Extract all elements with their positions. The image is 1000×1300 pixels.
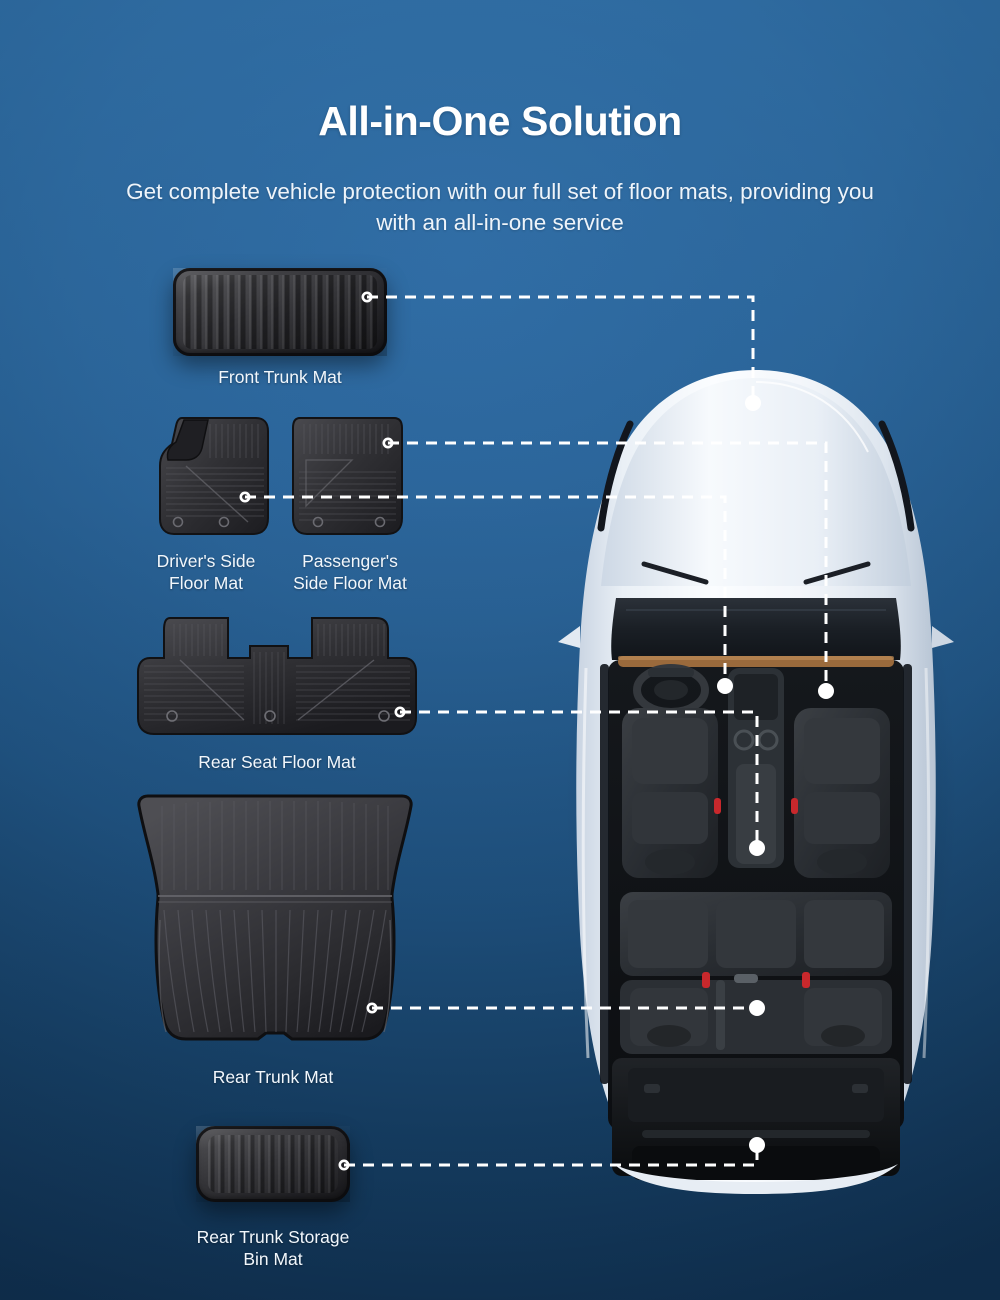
mat-anchor-right-icon bbox=[218, 516, 230, 528]
mat-diagonal-left bbox=[179, 659, 245, 721]
side-mirror-left bbox=[558, 626, 580, 648]
rear-seat-bench bbox=[620, 892, 892, 1054]
mat-anchor-left-icon bbox=[166, 710, 178, 722]
front-seat-driver bbox=[622, 708, 721, 878]
mat-ribs-upper bbox=[303, 424, 389, 454]
cupholder-right-icon bbox=[757, 729, 779, 751]
mat-anchor-right-icon bbox=[378, 710, 390, 722]
label-rear-seat-floor-mat: Rear Seat Floor Mat bbox=[198, 752, 356, 772]
console-screen bbox=[734, 674, 778, 720]
mat-body bbox=[196, 1126, 350, 1202]
mat-ribs bbox=[196, 1126, 350, 1202]
product-drivers-side-floor-mat[interactable] bbox=[152, 414, 272, 540]
product-passengers-side-floor-mat[interactable] bbox=[288, 414, 406, 540]
mat-fan-ribs bbox=[163, 909, 387, 1033]
label-front-trunk-mat: Front Trunk Mat bbox=[218, 367, 342, 387]
mat-heel-pad bbox=[166, 419, 209, 461]
label-passengers-side-floor-mat: Passenger's Side Floor Mat bbox=[293, 551, 407, 593]
rear-bumper bbox=[614, 1164, 898, 1194]
mat-ribs-left-well bbox=[173, 624, 223, 656]
product-rear-seat-floor-mat[interactable] bbox=[136, 612, 418, 740]
label-rear-trunk-mat: Rear Trunk Mat bbox=[212, 1067, 334, 1087]
product-front-trunk-mat[interactable] bbox=[173, 268, 387, 356]
mat-lip bbox=[196, 1126, 350, 1202]
mat-diagonal-channel bbox=[185, 465, 249, 523]
page-title: All-in-One Solution bbox=[318, 98, 682, 144]
cargo-hook-left-icon bbox=[644, 1084, 660, 1093]
mat-body bbox=[173, 268, 387, 356]
vehicle-hood bbox=[601, 378, 911, 586]
mat-ribs-upper-deck bbox=[161, 801, 389, 890]
mat-sheen bbox=[196, 1126, 350, 1202]
mat-sheen bbox=[173, 268, 387, 356]
mat-anchor-center-icon bbox=[264, 710, 276, 722]
product-rear-trunk-mat[interactable] bbox=[134, 790, 416, 1045]
pillar-right bbox=[878, 420, 915, 532]
windshield bbox=[611, 598, 901, 660]
mat-body bbox=[292, 417, 403, 535]
mat-body bbox=[137, 794, 413, 1041]
mat-edge-channel-left bbox=[158, 919, 167, 1033]
product-rear-trunk-storage-bin-mat[interactable] bbox=[196, 1126, 350, 1202]
hood-highlight bbox=[755, 381, 869, 453]
cargo-floor-panel bbox=[628, 1068, 884, 1122]
label-drivers-side-floor-mat: Driver's Side Floor Mat bbox=[156, 551, 256, 593]
under-floor-storage-bin bbox=[632, 1146, 880, 1180]
side-mirror-right bbox=[932, 626, 954, 648]
door-seam-left bbox=[600, 664, 609, 1084]
mat-corner-channel bbox=[305, 459, 354, 508]
cargo-sill bbox=[642, 1130, 870, 1138]
mat-ribs bbox=[173, 268, 387, 356]
mat-lip bbox=[173, 268, 387, 356]
door-seam-right bbox=[903, 664, 912, 1084]
vehicle-top-view bbox=[558, 370, 956, 1198]
armrest bbox=[736, 764, 776, 864]
body-crease-right bbox=[922, 667, 931, 1059]
mat-edge-channel-right bbox=[383, 919, 392, 1033]
front-seat-passenger bbox=[791, 708, 890, 878]
dashboard-trim-highlight bbox=[618, 656, 894, 660]
page-subtitle: Get complete vehicle protection with our… bbox=[126, 179, 874, 235]
cargo-hook-right-icon bbox=[852, 1084, 868, 1093]
mat-anchor-left-icon bbox=[172, 516, 184, 528]
label-rear-trunk-storage-bin-mat: Rear Trunk Storage Bin Mat bbox=[196, 1227, 350, 1269]
